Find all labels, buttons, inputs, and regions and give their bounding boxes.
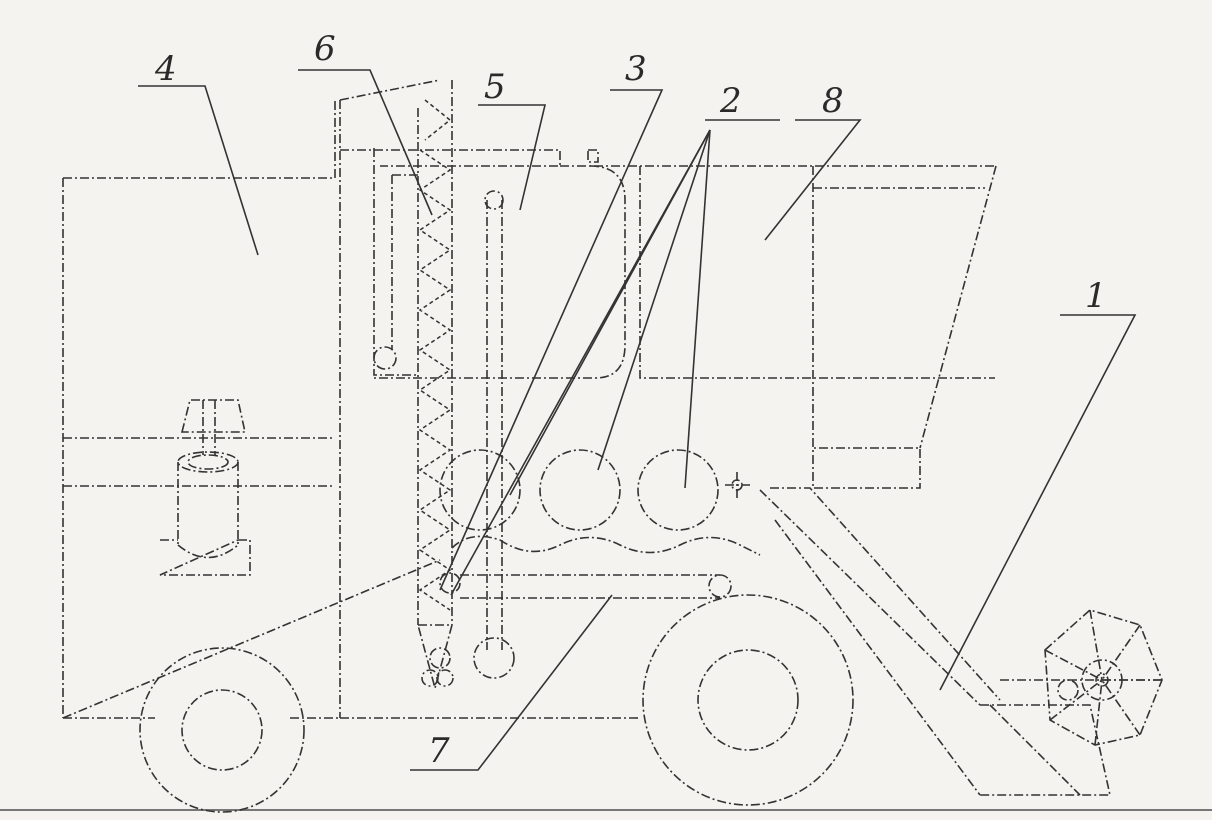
callout-3: 3 bbox=[625, 49, 647, 89]
front-wheel bbox=[642, 594, 854, 806]
conveyor-belt bbox=[460, 574, 732, 599]
callout-1: 1 bbox=[1085, 276, 1107, 316]
feeder-header bbox=[759, 487, 1111, 796]
hopper-body bbox=[62, 100, 441, 719]
callout-6: 6 bbox=[314, 29, 336, 69]
unloading-fitting bbox=[159, 399, 251, 576]
chassis-frame bbox=[290, 79, 640, 719]
side-conveyor bbox=[373, 148, 418, 376]
callout-7: 7 bbox=[428, 731, 450, 771]
cab-tank bbox=[374, 149, 997, 489]
auger-elevator bbox=[416, 80, 454, 692]
rear-wheel bbox=[139, 647, 305, 813]
threshing-drums bbox=[439, 449, 750, 531]
leader-lines bbox=[138, 69, 1137, 771]
callout-2: 2 bbox=[719, 81, 742, 121]
concave-sieve bbox=[451, 535, 761, 556]
header-reel bbox=[1000, 609, 1163, 746]
callout-5: 5 bbox=[484, 67, 506, 107]
callout-4: 4 bbox=[154, 49, 177, 89]
callout-8: 8 bbox=[822, 81, 844, 121]
